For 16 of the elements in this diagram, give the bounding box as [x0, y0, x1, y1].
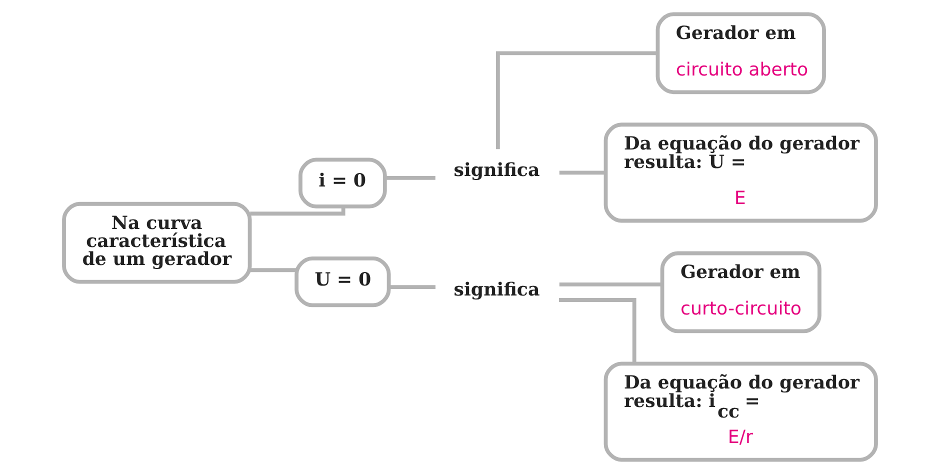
node-box: Na curva característica de um gerador: [62, 201, 252, 284]
node-text: significa: [453, 279, 540, 300]
connector: [250, 268, 296, 272]
connector: [388, 284, 435, 288]
node-box: Gerador em circuito aberto: [655, 12, 826, 94]
node-box: i = 0: [298, 157, 386, 208]
node-box: U = 0: [294, 256, 390, 307]
connector: [384, 175, 435, 180]
node-text: significa: [453, 160, 540, 181]
node-box: Gerador em curto-circuito: [660, 250, 821, 333]
connector: [558, 282, 662, 286]
connector: [495, 50, 658, 149]
node-box: Da equação do gerador resulta: U = E: [603, 122, 878, 222]
connector: [558, 298, 636, 363]
connector: [250, 206, 345, 216]
connector: [558, 170, 605, 174]
